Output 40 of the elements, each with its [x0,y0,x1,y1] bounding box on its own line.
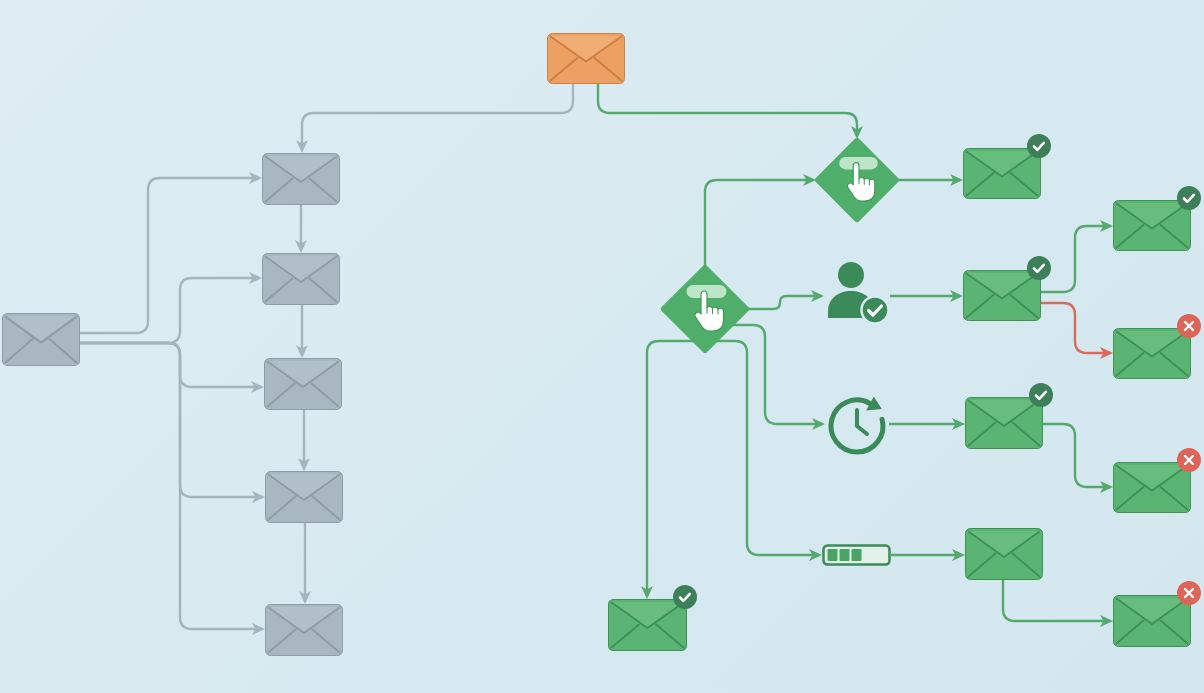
arrow [298,410,310,471]
envelope-icon [264,358,342,410]
envelope-icon [1113,462,1191,513]
arrow [296,84,575,153]
arrow [80,172,262,335]
arrow [596,84,863,139]
envelope-icon [265,604,343,656]
envelope-icon [265,471,343,523]
envelope-icon [2,313,80,366]
arrow [641,339,694,599]
arrow [1041,220,1113,294]
progress-bar-icon [822,544,891,566]
arrow [898,174,963,186]
envelope-icon [608,599,687,651]
arrow [1001,580,1113,627]
arrow [295,205,307,253]
envelope-icon [1113,595,1191,647]
envelope-icon [965,528,1043,580]
arrow [891,549,965,561]
arrow [1041,301,1113,359]
arrow [1043,422,1113,493]
envelope-icon [965,397,1043,449]
decision-diamond [814,137,900,223]
envelope-icon [963,148,1041,199]
envelope-icon [1113,200,1191,251]
arrow [703,174,816,266]
arrow [716,339,822,561]
envelope-icon [1113,328,1191,379]
arrow [889,418,965,430]
arrow [732,323,825,430]
arrow [890,290,963,302]
decision-diamond [660,264,750,354]
envelope-icon [547,33,625,84]
envelope-icon [262,153,340,205]
arrow [748,290,824,311]
arrow [299,523,311,604]
envelope-icon [963,270,1041,321]
arrow [80,341,265,635]
envelope-icon [262,253,340,305]
arrow [296,305,308,358]
